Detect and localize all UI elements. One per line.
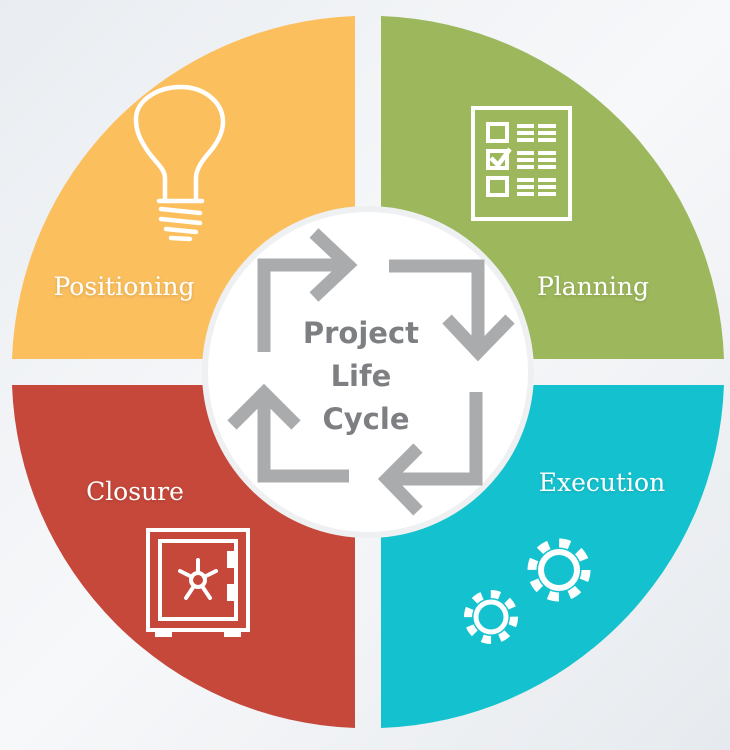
center-title-line-2: Life bbox=[331, 359, 392, 393]
arrow-right-icon bbox=[257, 228, 358, 352]
segment-label-execution: Execution bbox=[539, 468, 665, 497]
gears-icon bbox=[464, 538, 591, 644]
center-title: Project Life Cycle bbox=[303, 316, 429, 436]
center-disc bbox=[202, 206, 534, 538]
segment-label-positioning: Positioning bbox=[54, 272, 195, 301]
small-gear-icon bbox=[464, 590, 518, 644]
segment-label-planning: Planning bbox=[537, 272, 649, 301]
arrow-left-icon bbox=[377, 392, 483, 516]
center-title-line-1: Project bbox=[303, 316, 419, 350]
cycle-arrows bbox=[227, 228, 515, 516]
safe-icon bbox=[146, 528, 250, 637]
safe-dial-icon bbox=[178, 558, 218, 600]
arrow-down-icon bbox=[389, 259, 515, 362]
lightbulb-icon bbox=[133, 84, 226, 242]
segment-label-closure: Closure bbox=[86, 477, 184, 506]
large-gear-icon bbox=[527, 538, 591, 602]
center-title-line-3: Cycle bbox=[323, 402, 410, 436]
arrow-up-icon bbox=[227, 383, 349, 483]
checklist-icon bbox=[471, 106, 572, 221]
